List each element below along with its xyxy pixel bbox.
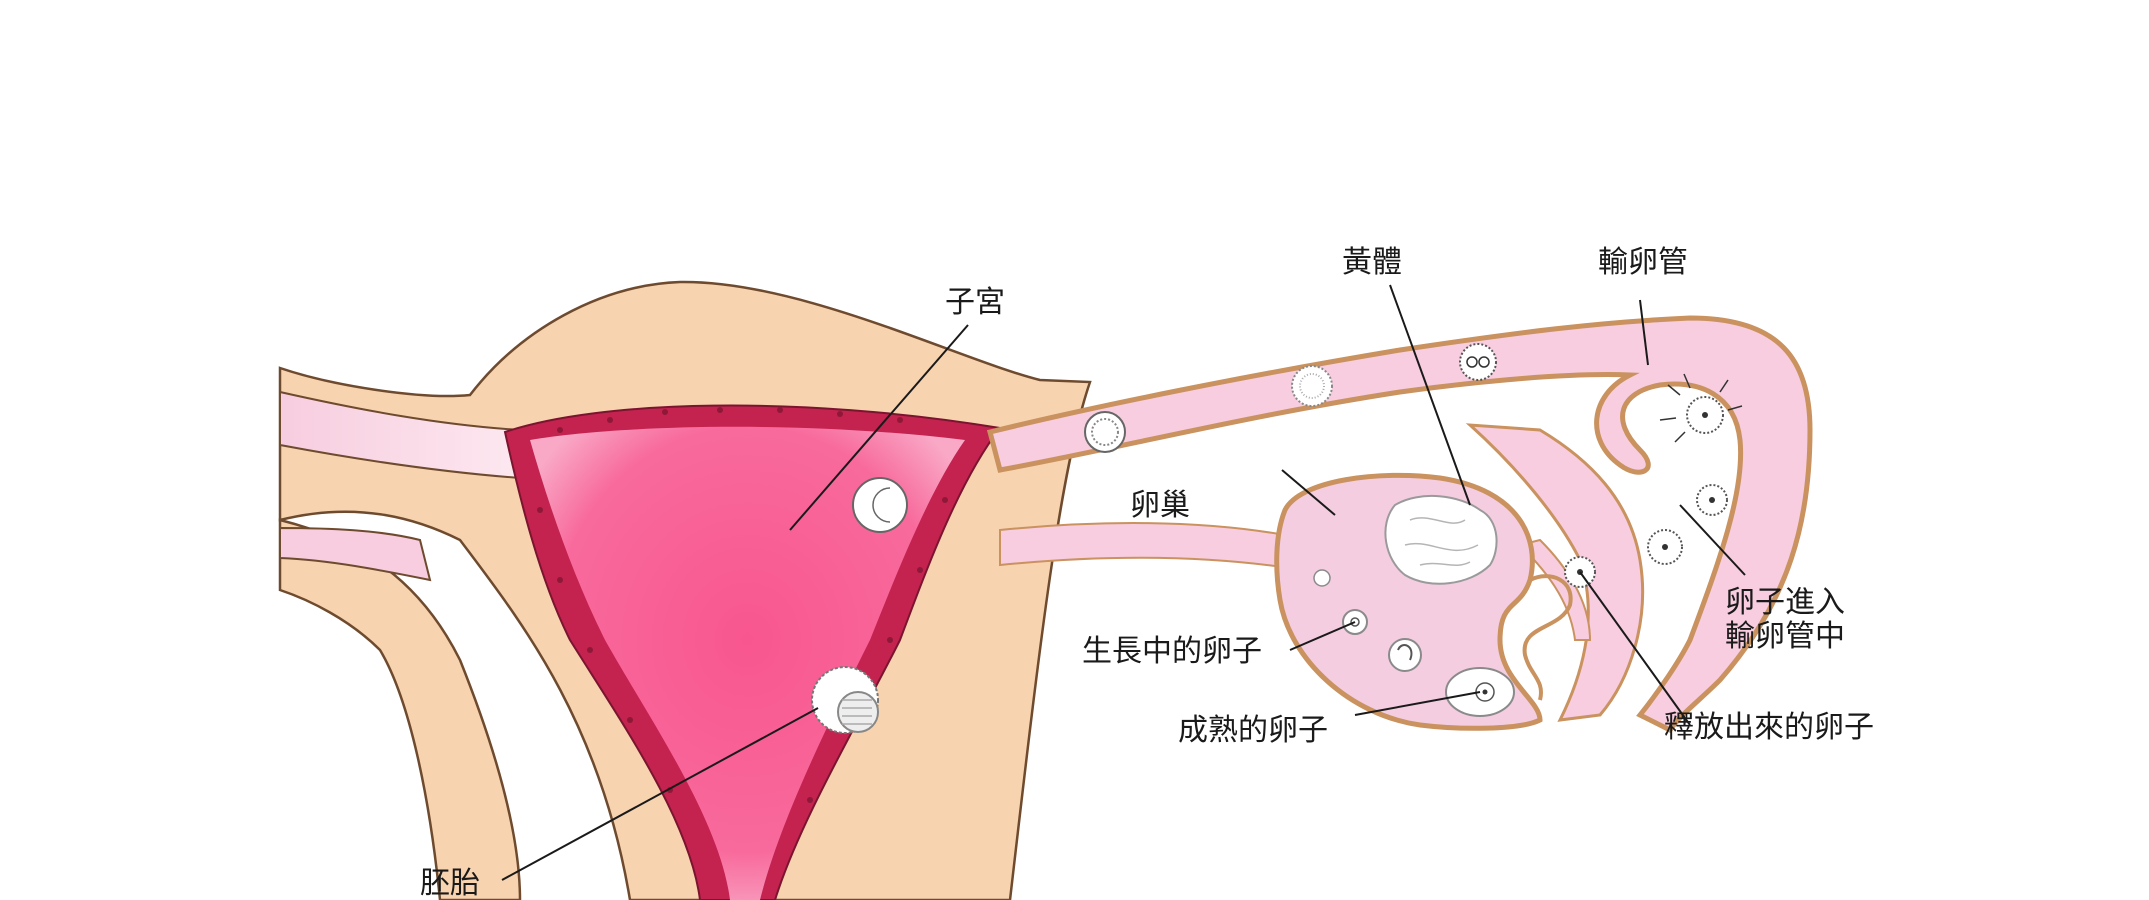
label-growing-egg: 生長中的卵子 bbox=[1082, 634, 1262, 669]
label-ovary: 卵巢 bbox=[1130, 488, 1190, 523]
ovarian-ligament bbox=[999, 522, 1292, 570]
corpus-luteum bbox=[1384, 494, 1498, 585]
right-fallopian-tube bbox=[986, 315, 1813, 734]
uterine-cavity bbox=[530, 426, 965, 900]
leader-lines bbox=[501, 284, 1746, 881]
label-uterus: 子宮 bbox=[945, 285, 1005, 320]
label-corpus-luteum: 黃體 bbox=[1342, 245, 1402, 280]
embryo-implant bbox=[811, 666, 879, 734]
tube-cells bbox=[811, 343, 1743, 734]
labels: 子宮 黃體 輸卵管 卵巢 卵子進入 輸卵管中 生長中的卵子 成熟的卵子 釋放出來… bbox=[420, 245, 1874, 900]
label-released-egg: 釋放出來的卵子 bbox=[1664, 710, 1874, 745]
label-embryo: 胚胎 bbox=[420, 866, 480, 900]
ovary bbox=[1274, 472, 1573, 731]
label-egg-entering-tube-2: 輸卵管中 bbox=[1725, 619, 1845, 654]
label-egg-entering-tube-1: 卵子進入 bbox=[1725, 585, 1845, 620]
label-mature-egg: 成熟的卵子 bbox=[1178, 713, 1328, 748]
label-fallopian-tube: 輸卵管 bbox=[1598, 245, 1688, 280]
